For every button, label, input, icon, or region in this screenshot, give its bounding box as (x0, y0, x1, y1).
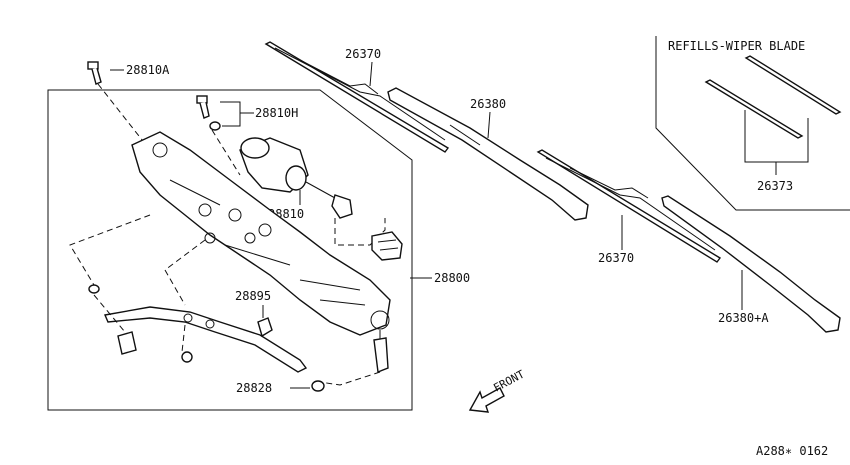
refill-inset-outline (655, 36, 850, 211)
refill-strip-1 (744, 55, 842, 115)
label-26380: 26380 (470, 97, 506, 111)
bolt-28810h (196, 95, 254, 176)
label-28895: 28895 (235, 289, 271, 303)
guide-dash-2 (93, 294, 126, 333)
linkage-box-outline (47, 89, 413, 411)
label-26380-a: 26380+A (718, 311, 769, 325)
wiper-arm-upper (387, 87, 589, 221)
front-label: FRONT (491, 367, 527, 394)
diagram-code: A288∗ 0162 (756, 444, 828, 458)
wiper-motor (239, 137, 353, 219)
ball-joint (257, 305, 273, 338)
guide-dash-4 (319, 371, 381, 386)
guide-dash-1 (69, 214, 151, 286)
label-28828: 28828 (236, 381, 272, 395)
refill-strip-2 (704, 79, 804, 139)
washer-28828 (290, 380, 325, 392)
washer-left (88, 284, 100, 294)
linkage-frame (131, 131, 432, 373)
label-26373: 26373 (757, 179, 793, 193)
wiper-arm-lower (661, 195, 841, 333)
inset-title: REFILLS-WIPER BLADE (668, 39, 805, 53)
label-28810a: 28810A (126, 63, 170, 77)
front-arrow-icon (468, 387, 505, 413)
link-rod (104, 306, 308, 373)
pivot-bush-left (117, 331, 137, 355)
connector-dash (334, 218, 386, 246)
connector-clip (371, 231, 403, 261)
wiper-blade-upper (264, 41, 450, 153)
bolt-28810a (87, 61, 151, 151)
label-28800: 28800 (434, 271, 470, 285)
label-28810h: 28810H (255, 106, 298, 120)
guide-dash-3 (164, 239, 206, 306)
guide-dash-5 (181, 324, 186, 353)
label-26370-lower: 26370 (598, 251, 634, 265)
label-26370-upper: 26370 (345, 47, 381, 61)
wiper-blade-lower (536, 149, 722, 263)
nut-left (181, 351, 193, 363)
